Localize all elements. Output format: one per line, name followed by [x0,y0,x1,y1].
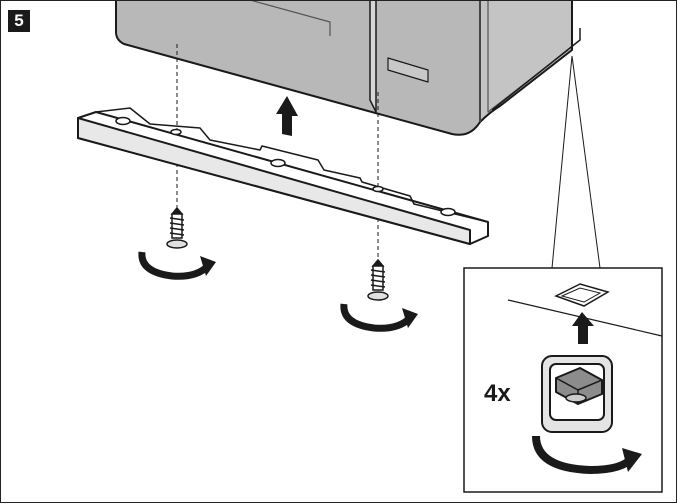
foot-icon [541,355,613,433]
rotate-arrow-icon [340,303,418,332]
inset-box [463,267,663,493]
screw-icon [166,206,188,249]
rotate-arrow-icon [532,435,642,475]
zoom-lines [551,55,601,269]
plinth-bar [77,107,489,245]
rotate-arrow-icon [138,251,216,280]
up-arrow-icon [572,312,594,344]
appliance-body [115,0,581,136]
up-arrow-icon [276,96,298,136]
count-label: 4x [484,380,511,407]
guide-lines [176,44,379,262]
step-number: 5 [8,10,30,32]
screw-icon [367,258,389,301]
